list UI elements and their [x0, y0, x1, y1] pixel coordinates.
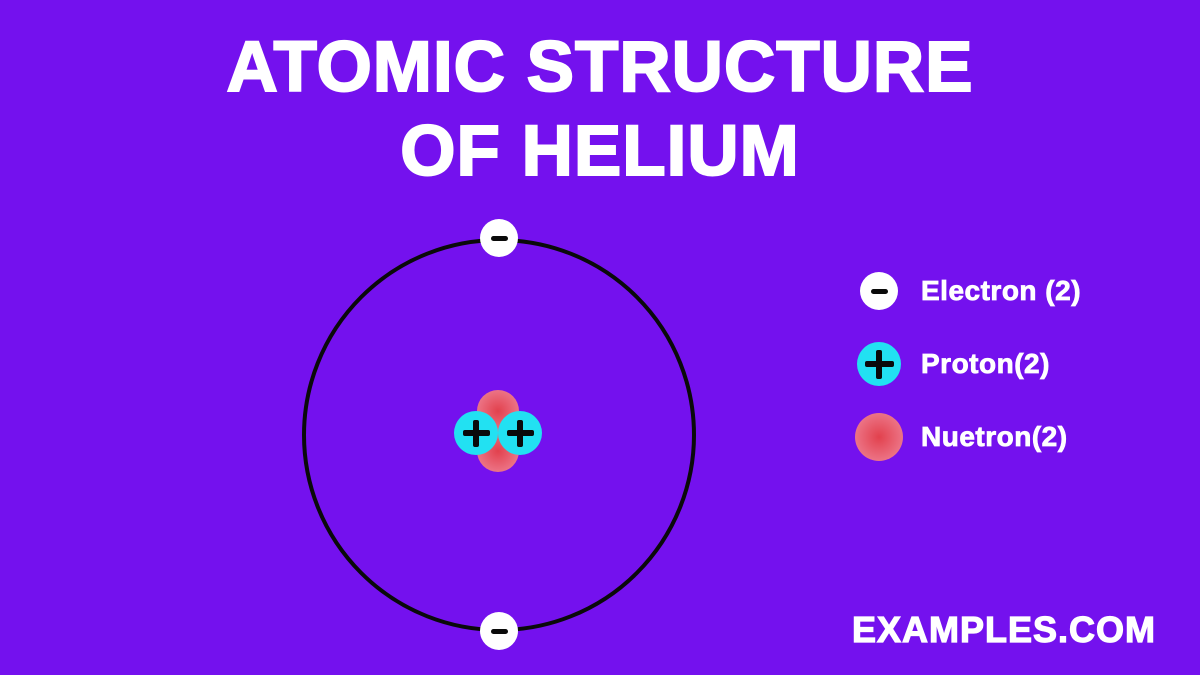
legend-label-electron: Electron (2) — [921, 275, 1082, 307]
legend-icon-col — [855, 413, 903, 461]
legend-label-proton: Proton(2) — [921, 348, 1050, 380]
legend-icon-col — [855, 342, 903, 386]
minus-icon — [490, 235, 508, 241]
proton-icon — [857, 342, 901, 386]
plus-icon — [506, 419, 534, 447]
legend-item-neutron: Nuetron(2) — [855, 413, 1081, 461]
plus-icon — [462, 419, 490, 447]
legend-icon-col — [855, 272, 903, 310]
legend-item-proton: Proton(2) — [855, 340, 1081, 388]
electron-bottom-icon — [480, 612, 518, 650]
proton-right-icon — [498, 411, 542, 455]
minus-icon — [870, 288, 888, 294]
minus-icon — [490, 628, 508, 634]
legend-label-neutron: Nuetron(2) — [921, 421, 1068, 453]
proton-left-icon — [454, 411, 498, 455]
brand-watermark: EXAMPLES.COM — [851, 608, 1156, 650]
page-title-line1: ATOMIC STRUCTURE — [225, 27, 974, 108]
legend-item-electron: Electron (2) — [855, 267, 1081, 315]
page-title-line2: OF HELIUM — [399, 111, 800, 192]
electron-icon — [860, 272, 898, 310]
legend: Electron (2) Proton(2) Nuetron(2) — [855, 267, 1081, 486]
electron-top-icon — [480, 219, 518, 257]
neutron-icon — [855, 413, 903, 461]
plus-icon — [864, 349, 894, 379]
page-title: ATOMIC STRUCTURE OF HELIUM — [0, 26, 1200, 194]
